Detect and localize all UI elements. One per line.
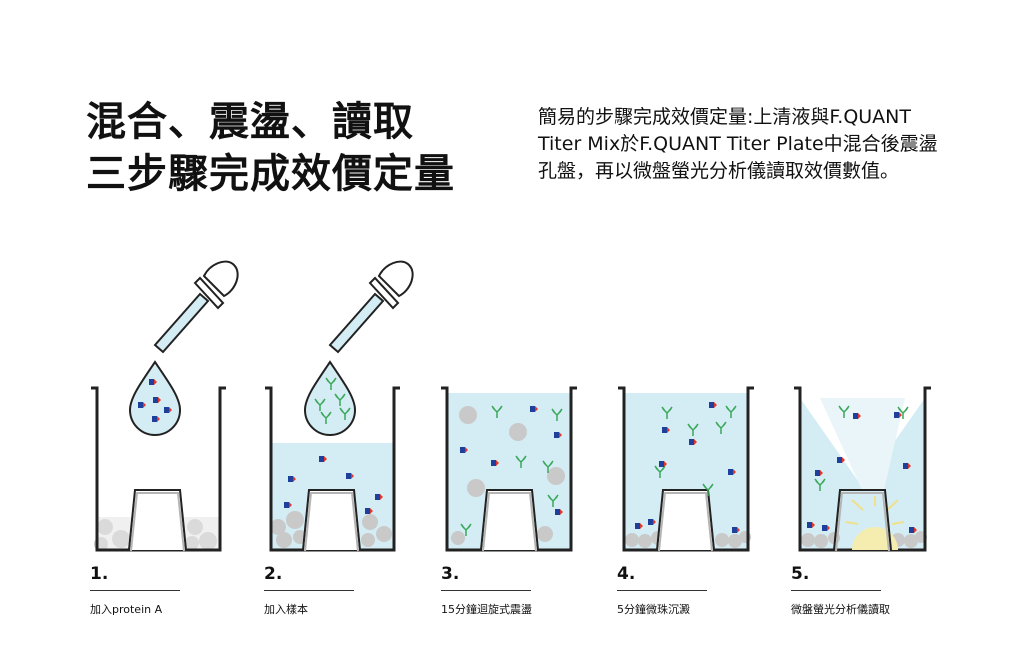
description-line-1: 簡易的步驟完成效價定量:上清液與F.QUANT [538, 106, 911, 128]
fluorescence-glow [845, 496, 905, 525]
description-line-3: 孔盤，再以微盤螢光分析儀讀取效價數值。 [538, 160, 900, 182]
step-2-label: 加入樣本 [264, 603, 308, 616]
step-5-label: 微盤螢光分析儀讀取 [791, 603, 890, 616]
main-title: 混合、震盪、讀取 三步驟完成效價定量 [86, 96, 455, 200]
step-5-rule [791, 590, 881, 591]
step-1-label: 加入protein A [90, 603, 163, 616]
well-4 [618, 386, 754, 552]
step-4-rule [617, 590, 707, 591]
description: 簡易的步驟完成效價定量:上清液與F.QUANT Titer Mix於F.QUAN… [538, 104, 978, 185]
step-3-number: 3. [441, 564, 460, 584]
step-2-number: 2. [264, 564, 283, 584]
pipette-2 [328, 260, 414, 354]
drop-2 [303, 360, 357, 436]
description-line-2: Titer Mix於F.QUANT Titer Plate中混合後震盪 [538, 133, 938, 155]
step-5-number: 5. [791, 564, 810, 584]
title-line-1: 混合、震盪、讀取 [86, 99, 414, 145]
step-2-rule [264, 590, 354, 591]
step-1-number: 1. [90, 564, 109, 584]
well-2 [265, 260, 414, 552]
pipette-1 [153, 260, 239, 354]
step-1-rule [90, 590, 180, 591]
step-3-label: 15分鐘迴旋式震盪 [441, 603, 532, 616]
step-4-number: 4. [617, 564, 636, 584]
step-4-label: 5分鐘微珠沉澱 [617, 603, 690, 616]
title-line-2: 三步驟完成效價定量 [86, 151, 455, 197]
well-3 [441, 386, 577, 552]
well-5 [794, 386, 931, 552]
step-3-rule [441, 590, 531, 591]
well-1 [91, 260, 239, 552]
